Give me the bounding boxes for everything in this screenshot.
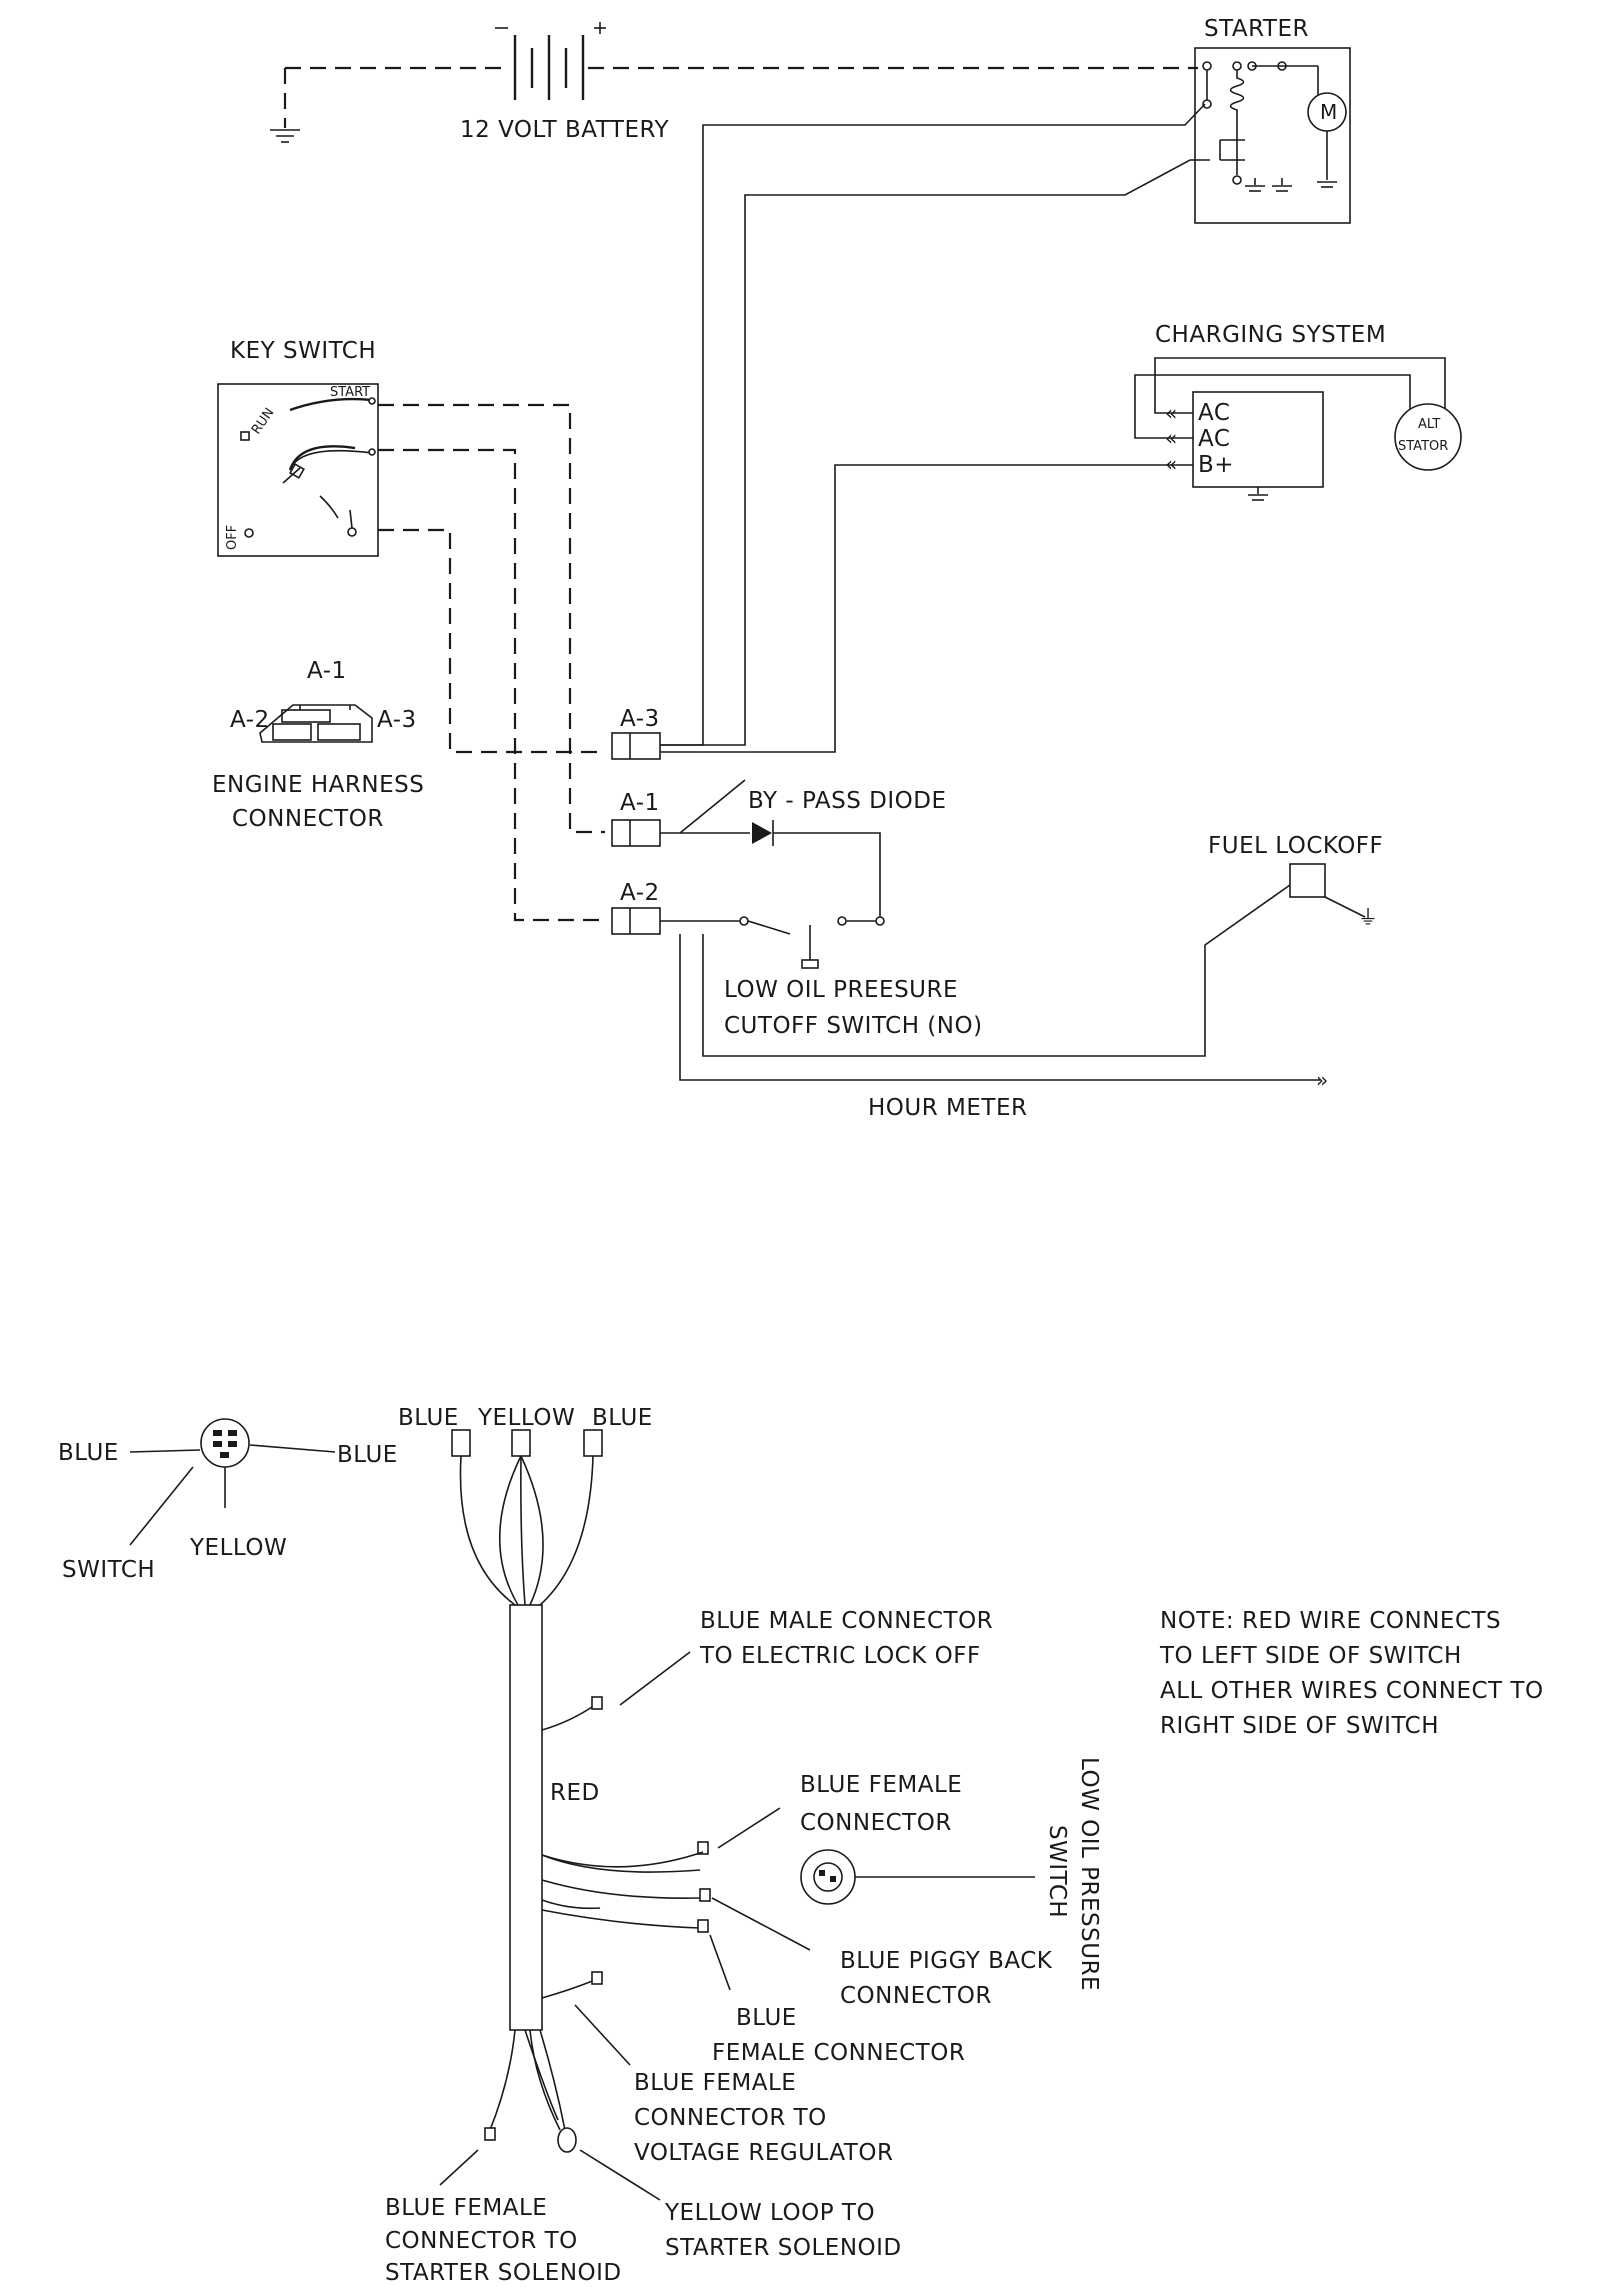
voltage-regulator-label-line3: VOLTAGE REGULATOR	[634, 2140, 893, 2166]
switch-plug-icon	[200, 1418, 250, 1468]
bplus-label: B+	[1198, 452, 1234, 478]
piggy-back-label-line2: CONNECTOR	[840, 1983, 992, 2009]
starter: STARTER M	[1194, 16, 1351, 224]
harness-label-line1: ENGINE HARNESS	[212, 772, 424, 798]
pin-a2-label: A-2	[620, 880, 660, 906]
starter-label: STARTER	[1204, 16, 1309, 42]
male-connector-label-line1: BLUE MALE CONNECTOR	[700, 1608, 993, 1634]
blue-female-connector-2: BLUE FEMALE CONNECTOR	[709, 1934, 965, 2066]
ac1-label: AC	[1198, 400, 1230, 426]
stator-label: STATOR	[1398, 439, 1448, 454]
harness-top: BLUE YELLOW BLUE	[398, 1405, 653, 1606]
male-connector-label-line2: TO ELECTRIC LOCK OFF	[699, 1643, 981, 1669]
pin-a2: A-2	[611, 880, 661, 935]
chevron-icon: «	[1165, 426, 1177, 450]
voltage-regulator-label-line2: CONNECTOR TO	[634, 2105, 827, 2131]
yellow-connector-icon	[511, 1429, 531, 1457]
piggy-back-connector: BLUE PIGGY BACK CONNECTOR	[711, 1897, 1053, 2009]
harness-yellow-label: YELLOW	[477, 1405, 575, 1431]
hour-meter-label: HOUR METER	[868, 1095, 1027, 1121]
pin-a3: A-3	[611, 706, 661, 760]
female-connector-2-label-line2: FEMALE CONNECTOR	[712, 2040, 965, 2066]
oil-switch-label-line2: CUTOFF SWITCH (NO)	[724, 1013, 983, 1039]
connector-a3-label: A-3	[377, 707, 417, 733]
yellow-loop-label-line2: STARTER SOLENOID	[665, 2235, 902, 2261]
fuel-lockoff: ⏚ FUEL LOCKOFF	[702, 833, 1383, 1057]
battery-label: 12 VOLT BATTERY	[460, 117, 669, 143]
harness-blue1-label: BLUE	[398, 1405, 459, 1431]
ks-run-label: RUN	[249, 406, 278, 438]
pin-a3-label: A-3	[620, 706, 660, 732]
harness-label-line2: CONNECTOR	[232, 806, 384, 832]
low-oil-switch: LOW OIL PREESURE CUTOFF SWITCH (NO)	[660, 916, 983, 1039]
bypass-diode: BY - PASS DIODE	[660, 779, 946, 918]
red-wire-label: RED	[550, 1780, 600, 1806]
harness-bottom: BLUE FEMALE CONNECTOR TO STARTER SOLENOI…	[385, 2029, 902, 2286]
arrow-right-icon: »	[1316, 1068, 1328, 1092]
starter-wires	[660, 103, 1210, 746]
blue-connector-icon	[451, 1429, 471, 1457]
pin-a1-label: A-1	[620, 790, 660, 816]
ignition-switch-plug: BLUE BLUE YELLOW SWITCH	[58, 1418, 398, 1583]
voltage-regulator-connector: BLUE FEMALE CONNECTOR TO VOLTAGE REGULAT…	[574, 2004, 893, 2166]
female-connector-label-line2: CONNECTOR	[800, 1810, 952, 1836]
connector-a1-label: A-1	[307, 658, 347, 684]
voltage-regulator-label-line1: BLUE FEMALE	[634, 2070, 796, 2096]
battery: 12 VOLT BATTERY	[270, 22, 1198, 143]
yellow-loop-label-line1: YELLOW LOOP TO	[664, 2200, 875, 2226]
switch-label: SWITCH	[62, 1557, 155, 1583]
ac2-label: AC	[1198, 426, 1230, 452]
key-switch-label: KEY SWITCH	[230, 338, 376, 364]
bypass-diode-label: BY - PASS DIODE	[748, 788, 946, 814]
oil-switch-label-line1: LOW OIL PREESURE	[724, 977, 958, 1003]
note: NOTE: RED WIRE CONNECTS TO LEFT SIDE OF …	[1159, 1608, 1544, 1739]
hour-meter: » HOUR METER	[679, 934, 1328, 1121]
blue-connector-icon	[583, 1429, 603, 1457]
switch-blue-left-label: BLUE	[58, 1440, 119, 1466]
ks-off-label: OFF	[225, 525, 240, 550]
fuel-lockoff-label: FUEL LOCKOFF	[1208, 833, 1383, 859]
note-line3: ALL OTHER WIRES CONNECT TO	[1160, 1678, 1544, 1704]
side-wires: RED	[541, 1780, 711, 1999]
note-line1: NOTE: RED WIRE CONNECTS	[1160, 1608, 1501, 1634]
motor-label: M	[1320, 100, 1337, 124]
diode-icon	[752, 822, 772, 844]
ground-icon: ⏚	[1358, 905, 1378, 929]
female-connector-2-label-line1: BLUE	[736, 2005, 797, 2031]
harness-trunk	[509, 1604, 543, 2031]
starter-solenoid-label-line2: CONNECTOR TO	[385, 2228, 578, 2254]
chevron-icon: «	[1165, 452, 1177, 476]
note-line2: TO LEFT SIDE OF SWITCH	[1159, 1643, 1462, 1669]
engine-harness-connector: A-1 A-2 A-3 ENGINE HARNESS CONNECTOR	[212, 658, 424, 832]
alternator-stator-icon	[1394, 403, 1462, 471]
chevron-icon: «	[1165, 401, 1177, 425]
key-switch-wires	[378, 403, 605, 922]
switch-yellow-label: YELLOW	[189, 1535, 287, 1561]
charging-system-label: CHARGING SYSTEM	[1155, 322, 1386, 348]
ground-icon	[270, 129, 300, 143]
pin-a1: A-1	[611, 790, 661, 847]
key-switch: KEY SWITCH START RUN OFF	[217, 338, 379, 557]
male-connector: BLUE MALE CONNECTOR TO ELECTRIC LOCK OFF	[541, 1608, 993, 1731]
ks-start-label: START	[330, 385, 370, 400]
alt-label: ALT	[1418, 417, 1440, 432]
oil-pressure-switch: LOW OIL PRESSURE SWITCH	[800, 1757, 1102, 1991]
connector-a2-label: A-2	[230, 707, 270, 733]
charging-system: CHARGING SYSTEM AC AC B+ « « « ALT STATO…	[660, 322, 1462, 753]
harness-blue2-label: BLUE	[592, 1405, 653, 1431]
piggy-back-label-line1: BLUE PIGGY BACK	[840, 1948, 1053, 1974]
female-connector-label-line1: BLUE FEMALE	[800, 1772, 962, 1798]
note-line4: RIGHT SIDE OF SWITCH	[1160, 1713, 1439, 1739]
switch-blue-right-label: BLUE	[337, 1442, 398, 1468]
starter-solenoid-label-line1: BLUE FEMALE	[385, 2195, 547, 2221]
oil-pressure-switch-label-line1: LOW OIL PRESSURE	[1076, 1757, 1102, 1991]
blue-female-connector: BLUE FEMALE CONNECTOR	[717, 1772, 962, 1849]
starter-solenoid-label-line3: STARTER SOLENOID	[385, 2260, 622, 2286]
oil-pressure-switch-label-line2: SWITCH	[1044, 1825, 1070, 1918]
